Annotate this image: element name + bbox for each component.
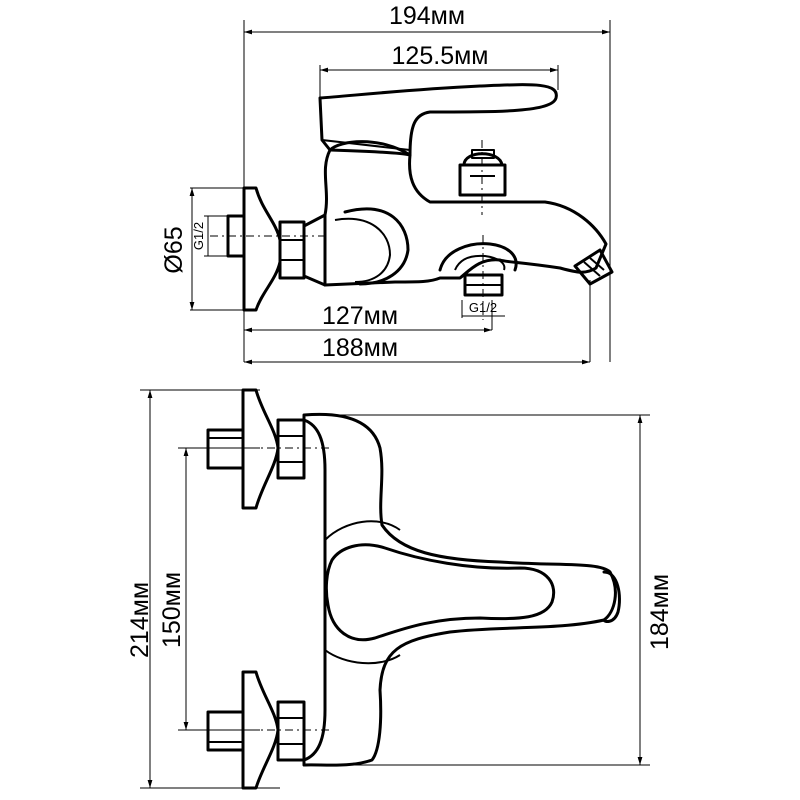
dim-handle-length: 125.5мм [392, 42, 489, 70]
spout-aerator [573, 248, 614, 286]
top-view: 194мм 125.5мм 127мм 188мм Ø65 G1/2 [160, 2, 614, 365]
front-body [302, 412, 617, 767]
dim-inlet-to-body: 127мм [322, 302, 398, 330]
top-flange [241, 388, 280, 510]
diverter-knob [458, 163, 507, 197]
dim-overall-width: 194мм [389, 2, 465, 30]
dim-total-height: 214мм [126, 582, 154, 658]
handle-lever [318, 83, 558, 157]
outlet-thread-label: G1/2 [469, 300, 497, 315]
front-handle-lever [324, 543, 556, 642]
hex-nut [278, 220, 306, 280]
dim-body-height: 184мм [646, 574, 674, 650]
front-view: 214мм 150мм 184мм [126, 388, 674, 790]
wall-flange [242, 186, 282, 312]
dim-overall-depth: 188мм [322, 334, 398, 362]
dim-flange-diameter: Ø65 [160, 226, 188, 273]
shower-outlet [438, 242, 518, 272]
inlet-thread-label: G1/2 [191, 222, 206, 250]
dim-inlet-spacing: 150мм [158, 572, 186, 648]
front-spout-end [602, 570, 621, 624]
